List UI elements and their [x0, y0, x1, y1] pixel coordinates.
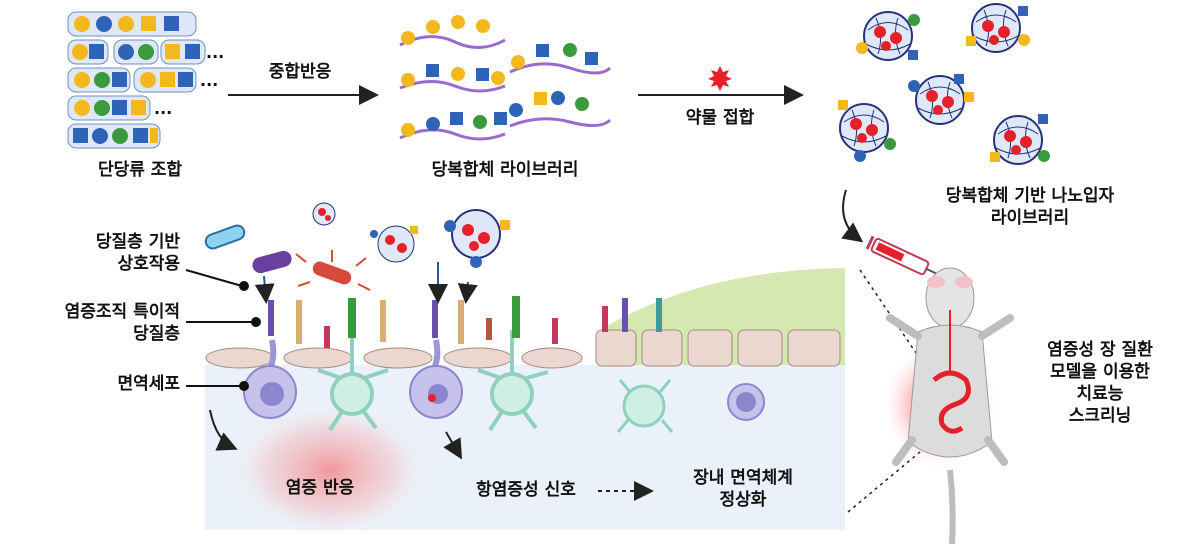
combo-row	[67, 67, 197, 93]
nanoparticle	[856, 11, 920, 61]
monosaccharide-combinations	[67, 11, 206, 149]
inflamed-glycocalyx-label-line1: 염증조직 특이적	[64, 302, 180, 322]
bacterium	[204, 224, 246, 250]
screening-label-line1: 염증성 장 질환	[1047, 340, 1153, 360]
nanoparticle	[838, 100, 896, 162]
screening-label-line3: 치료능	[1076, 384, 1124, 404]
polymerization-label: 중합반응	[268, 62, 332, 82]
nanoparticle	[990, 114, 1050, 165]
immune-cell	[409, 339, 463, 419]
drug-icon	[708, 66, 732, 91]
glycocalyx-interaction-label-line2: 상호작용	[117, 254, 180, 274]
nanoparticle	[908, 74, 974, 125]
nanoparticle-library	[838, 3, 1050, 165]
normalization-label-line1: 장내 면역체계	[693, 468, 793, 488]
drug-conjugation-label: 약물 접합	[685, 108, 755, 128]
nanoparticle-library-label-line2: 라이브러리	[990, 208, 1070, 228]
ellipsis: ...	[154, 99, 172, 118]
inflammation-glow	[225, 400, 435, 540]
normalization-label-line2: 정상화	[719, 490, 767, 510]
combo-row	[67, 95, 151, 121]
immune-cell-dendritic	[477, 330, 549, 432]
glycopolymer-library-label: 당복합체 라이브러리	[431, 160, 579, 180]
glycopolymer-monomers	[401, 15, 598, 137]
nanoparticle-medium	[370, 225, 418, 263]
nanoparticle-large	[444, 209, 510, 268]
combo-row	[67, 39, 206, 65]
screening-label-line4: 스크리닝	[1068, 406, 1132, 426]
immune-cell	[727, 383, 765, 421]
tissue-panel	[204, 202, 845, 540]
mouse-model	[880, 267, 1014, 545]
monosaccharide-combination-label: 단당류 조합	[97, 160, 183, 180]
immune-cell-dendritic	[317, 330, 389, 432]
glycocalyx-chains	[268, 296, 662, 348]
ellipsis: ...	[206, 43, 224, 62]
screening-label-line2: 모델을 이용한	[1050, 362, 1150, 382]
immune-cell	[243, 339, 297, 419]
ellipsis: ...	[200, 71, 218, 90]
anti-inflammatory-signal-label: 항염증성 신호	[476, 480, 576, 500]
glycopolymer-library	[399, 35, 612, 141]
immune-cells-label: 면역세포	[117, 374, 180, 394]
bacterium-flagellated	[295, 250, 371, 291]
label-pointers	[185, 269, 261, 391]
nanoparticle-library-label-line1: 당복합체 기반 나노입자	[945, 186, 1115, 206]
combo-row	[67, 123, 161, 149]
to-screening-arrow	[841, 189, 864, 243]
nanoparticle-small	[312, 202, 336, 226]
inflammatory-response-label: 염증 반응	[285, 478, 355, 498]
glycocalyx-interaction-label-line1: 당질층 기반	[95, 232, 180, 252]
immune-cell-dendritic	[616, 379, 674, 433]
intestine-icon	[932, 370, 971, 434]
combo-row	[67, 11, 197, 37]
epithelium-cells	[205, 329, 841, 369]
inflamed-glycocalyx-label-line2: 당질층	[133, 324, 180, 344]
nanoparticle	[966, 3, 1030, 53]
bacterium	[252, 250, 292, 274]
